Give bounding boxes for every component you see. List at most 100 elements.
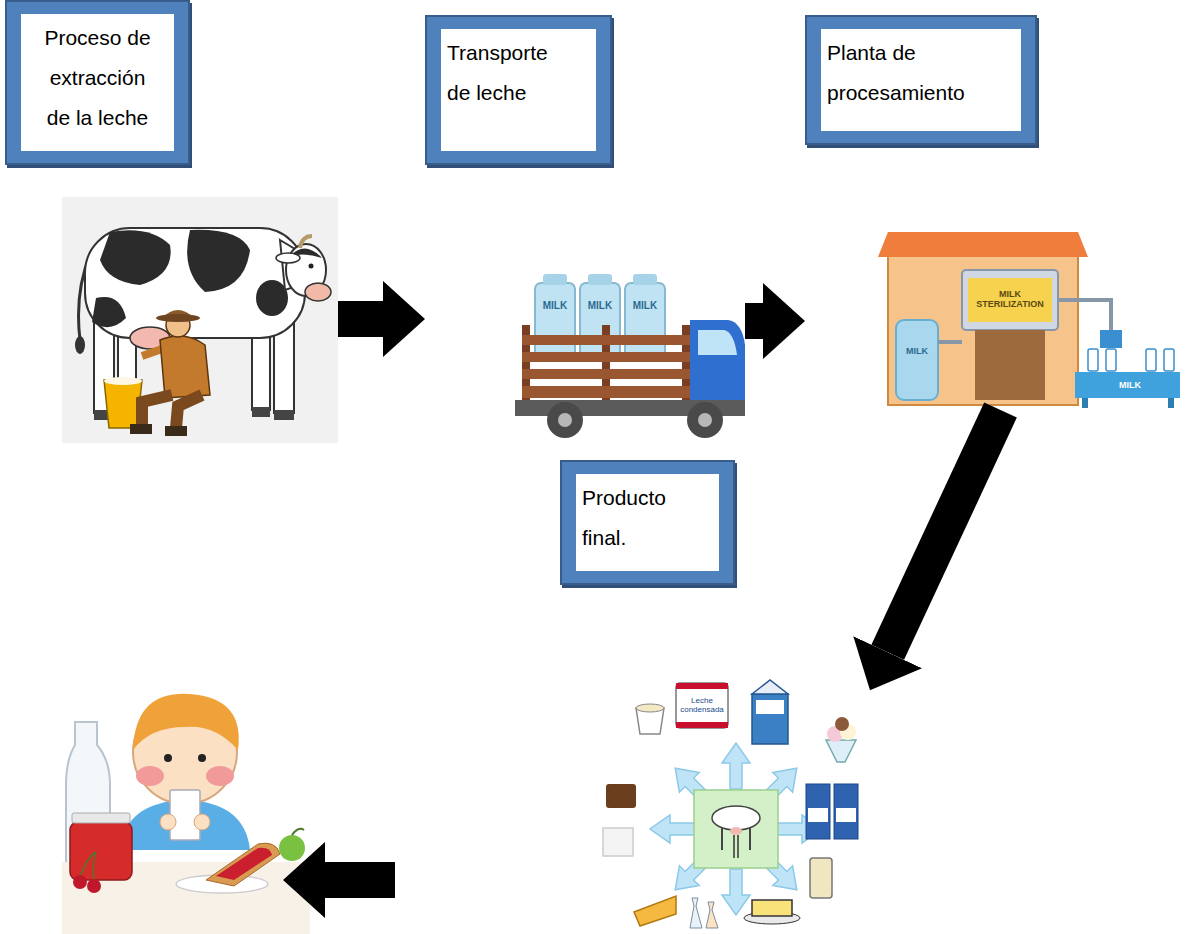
child-breakfast-illustration	[62, 694, 310, 934]
label-inner: Producto final.	[576, 474, 719, 571]
truck-hub	[558, 413, 572, 427]
mini-cow	[712, 806, 760, 830]
truck-slat	[522, 386, 690, 398]
label-box: Producto final.	[560, 460, 735, 585]
box-band	[836, 808, 856, 822]
can-band	[676, 683, 728, 689]
cow-hoof	[252, 407, 270, 417]
can-lid	[633, 274, 657, 285]
cow-spot	[92, 297, 126, 327]
sundae-glass	[826, 740, 856, 762]
milk-bottle	[1164, 349, 1174, 371]
milk-bottle	[1106, 349, 1116, 371]
truck-slat	[522, 352, 690, 362]
stage-label: Transporte de leche	[447, 33, 562, 113]
flow-arrow	[888, 410, 1001, 652]
apple	[279, 835, 305, 861]
farmer-boot	[165, 426, 187, 436]
truck-window	[698, 330, 737, 355]
carton-top	[752, 680, 788, 694]
cherry	[87, 879, 101, 893]
label-inner: Transporte de leche	[441, 29, 596, 151]
image-text: MILK	[628, 300, 662, 311]
stage-node: Transporte de leche	[425, 15, 745, 440]
plant-pipe	[938, 340, 962, 344]
milking-tubes	[734, 835, 738, 858]
cheese	[634, 896, 676, 926]
toast	[206, 843, 280, 886]
milk-bottle	[1146, 349, 1156, 371]
image-text: MILK	[538, 300, 572, 311]
milk-carton	[752, 694, 788, 744]
lab-bottle	[706, 902, 718, 928]
bucket-milk	[104, 377, 142, 385]
cherry	[73, 875, 87, 889]
cow-hoof	[274, 410, 294, 420]
truck-slat	[522, 335, 690, 345]
carton-label	[756, 700, 784, 714]
stage-node: Producto final.	[560, 460, 870, 930]
can-lid	[588, 274, 612, 285]
label-box: Transporte de leche	[425, 15, 612, 165]
light-arrow	[722, 743, 750, 789]
cow-eye	[309, 264, 314, 269]
conveyor-leg	[1082, 398, 1088, 408]
truck-wheel	[687, 402, 723, 438]
can-band	[676, 722, 728, 728]
jar-lid	[72, 813, 130, 823]
conveyor-leg	[1168, 398, 1174, 408]
child-eye	[198, 754, 206, 762]
truck-slat	[522, 369, 690, 379]
light-arrow	[650, 815, 696, 843]
lab-bottle	[690, 898, 702, 928]
farmer-boot	[130, 424, 152, 434]
milk-truck-illustration	[515, 274, 745, 438]
yogurt-lid	[636, 704, 664, 712]
light-arrow	[722, 869, 750, 915]
label-box: Proceso de extracción de la leche	[5, 0, 190, 165]
child-cheek	[206, 766, 234, 786]
apple-stem	[292, 829, 304, 835]
milk-glass	[170, 790, 200, 840]
plant-roof	[878, 232, 1088, 257]
milk-can	[625, 283, 665, 358]
milk-tank	[896, 320, 938, 400]
milk-can	[580, 283, 620, 358]
sterilizer-window	[968, 278, 1052, 322]
truck-hub	[698, 413, 712, 427]
milk-powder	[603, 828, 633, 856]
cream-box	[806, 784, 830, 839]
conveyor	[1075, 372, 1180, 398]
child-eye	[164, 754, 172, 762]
farmer-hat-brim	[156, 314, 200, 322]
cow-horn	[300, 236, 312, 248]
stage-node: Proceso de extracción de la leche	[5, 0, 338, 443]
sterilizer	[962, 270, 1058, 330]
bottle-filler	[1100, 330, 1122, 348]
toast-jam	[216, 848, 272, 880]
cow-milking-illustration	[62, 197, 338, 443]
image-text: MILK	[583, 300, 617, 311]
image-text: Leche condensada	[676, 697, 728, 715]
box-band	[808, 808, 828, 822]
flow-arrow	[338, 301, 383, 337]
cow-body	[85, 228, 305, 338]
stage-label: Planta de procesamiento	[827, 33, 997, 113]
child-hair	[133, 694, 239, 750]
image-text: MILK	[898, 347, 936, 357]
center-panel	[694, 790, 778, 868]
processing-plant-illustration	[878, 232, 1180, 408]
plant-wall	[888, 255, 1078, 405]
cream-box	[834, 784, 858, 839]
plant-pipe	[1058, 300, 1111, 332]
radiating-arrows	[650, 743, 822, 915]
truck-cab	[690, 320, 745, 405]
child-hand	[194, 814, 210, 830]
mini-udder	[730, 827, 742, 835]
flow-arrow	[745, 303, 763, 339]
cow-spot	[187, 230, 250, 292]
image-text: MILK STERILIZATION	[968, 290, 1052, 310]
cow-muzzle	[305, 283, 331, 301]
